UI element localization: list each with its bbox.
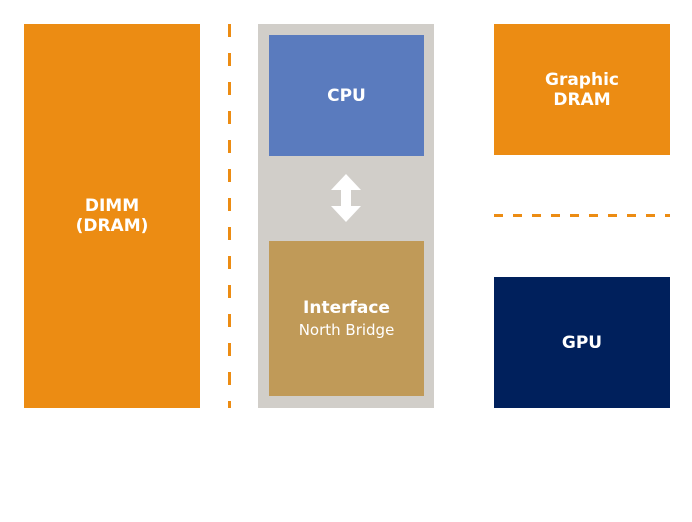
graphic-dram-block: Graphic DRAM [494,24,670,155]
memory-bus-dashed-line [228,24,231,408]
interface-title: Interface [303,297,390,318]
bidirectional-arrow-icon [331,174,361,222]
graphic-dram-label: DRAM [553,89,611,110]
dram-label: (DRAM) [75,216,149,236]
dimm-label: DIMM [84,196,140,216]
interface-north-bridge-block: Interface North Bridge [269,241,424,396]
graphics-bus-dashed-line [494,214,670,217]
north-bridge-subtitle: North Bridge [298,320,395,339]
gpu-label: GPU [561,332,603,353]
arrow-shape [331,174,361,222]
cpu-label: CPU [327,85,366,106]
dimm-dram-block: DIMM (DRAM) [24,24,200,408]
gpu-block: GPU [494,277,670,408]
graphic-label: Graphic [545,69,619,90]
cpu-block: CPU [269,35,424,156]
